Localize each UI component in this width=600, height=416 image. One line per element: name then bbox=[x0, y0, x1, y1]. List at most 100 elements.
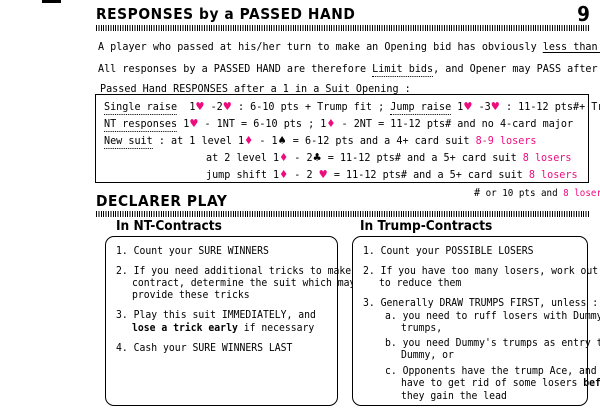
nt-part-b: - 1NT = 6-10 pts ; 1 bbox=[198, 117, 327, 130]
nt-item-3-num: 3. bbox=[116, 309, 128, 321]
new-suit-2-losers: 8 losers bbox=[522, 151, 572, 164]
list-item: b. you need Dummy's trumps as entry to bbox=[385, 337, 600, 350]
trump-item-3-line-1: Generally DRAW TRUMPS FIRST, unless : bbox=[380, 297, 599, 309]
nt-panel-title: In NT-Contracts bbox=[116, 219, 222, 234]
trump-item-c-num: c. bbox=[385, 365, 397, 377]
jump-raise-bid-open: 1 bbox=[451, 100, 464, 113]
list-item: c. Opponents have the trump Ace, and you bbox=[385, 365, 600, 378]
nt-item-3-line-2: lose a trick early if necessary bbox=[132, 322, 315, 334]
new-suit-2-mid: - 2 bbox=[288, 151, 313, 164]
trump-item-b-line-1: you need Dummy's trumps as entry to bbox=[402, 337, 600, 349]
nt-item-2-num: 2. bbox=[116, 265, 128, 277]
new-suit-3-lead: jump shift bbox=[206, 168, 274, 181]
diamond-icon: ♦ bbox=[244, 134, 254, 147]
new-suit-1-mid: - 1 bbox=[253, 134, 278, 147]
nt-item-3-line-1: Play this suit IMMEDIATELY, and bbox=[133, 309, 316, 321]
list-item: 1. Count your POSSIBLE LOSERS bbox=[363, 245, 534, 258]
footnote-losers: 8 losers bbox=[563, 188, 600, 199]
diamond-icon: ♦ bbox=[279, 168, 289, 181]
emphasis-text: before bbox=[583, 377, 600, 389]
passed-hand-responses-box: Single raise 1♥ -2♥ : 6-10 pts + Trump f… bbox=[95, 94, 600, 183]
response-row-new-suit-1: New suit : at 1 level 1♦ - 1♠ = 6-12 pts… bbox=[104, 134, 537, 149]
single-raise-bid-dash: -2 bbox=[204, 100, 223, 113]
nt-item-4-num: 4. bbox=[116, 342, 128, 354]
list-item: 3. Play this suit IMMEDIATELY, and bbox=[116, 309, 316, 322]
heart-icon: ♥ bbox=[195, 100, 205, 113]
new-suit-2-tail: and a 5+ card suit bbox=[400, 151, 523, 164]
emphasis-text: lose a trick early bbox=[132, 322, 238, 334]
heart-icon: ♥ bbox=[189, 117, 199, 130]
new-suit-label: New suit bbox=[104, 134, 153, 149]
response-row-new-suit-2: at 2 level 1♦ - 2♣ = 11-12 pts# and a 5+… bbox=[206, 151, 571, 164]
new-suit-3-losers: 8 losers bbox=[528, 168, 578, 181]
declarer-play-rule bbox=[96, 211, 590, 217]
trump-item-c-line-3: they gain the lead bbox=[401, 390, 507, 402]
page-title: RESPONSES by a PASSED HAND bbox=[96, 5, 356, 23]
nt-footnote-marker: # bbox=[445, 117, 452, 130]
nt-item-1-num: 1. bbox=[116, 245, 128, 257]
nt-item-2-line-2: contract, determine the suit which may bbox=[132, 277, 356, 289]
intro-line-1: A player who passed at his/her turn to m… bbox=[98, 40, 600, 53]
list-item: 3. Generally DRAW TRUMPS FIRST, unless : bbox=[363, 297, 598, 310]
nt-item-2-line-1: If you need additional tricks to make yo… bbox=[133, 265, 381, 277]
trump-item-3-num: 3. bbox=[363, 297, 375, 309]
nt-item-4-line-1: Cash your SURE WINNERS LAST bbox=[133, 342, 293, 354]
jump-raise-footnote-marker: # bbox=[572, 100, 580, 113]
single-raise-label: Single raise bbox=[104, 100, 178, 115]
trump-panel-title: In Trump-Contracts bbox=[360, 219, 493, 234]
intro-line-2-text-b: , and Opener may PASS after any response… bbox=[433, 62, 600, 75]
nt-item-2-line-3: provide these tricks bbox=[132, 289, 250, 301]
nt-responses-label: NT responses bbox=[104, 117, 178, 132]
new-suit-2-eq: = 11-12 pts bbox=[321, 151, 395, 164]
nt-part-c: - 2NT = 11-12 pts bbox=[335, 117, 446, 130]
nt-part-d: and no 4-card major bbox=[451, 117, 574, 130]
trump-item-1-num: 1. bbox=[363, 245, 375, 257]
response-box-footnote: # or 10 pts and 8 losers bbox=[474, 186, 600, 200]
trump-item-a-line-2: trumps, bbox=[401, 322, 443, 334]
diamond-icon: ♦ bbox=[326, 117, 336, 130]
new-suit-1-bid: 1 bbox=[238, 134, 245, 147]
nt-part-a: 1 bbox=[177, 117, 190, 130]
intro-line-3: Passed Hand RESPONSES after a 1 in a Sui… bbox=[100, 82, 411, 95]
trump-item-2-line-2: to reduce them bbox=[379, 277, 462, 289]
single-raise-bid-open: 1 bbox=[189, 100, 196, 113]
list-item: 1. Count your SURE WINNERS bbox=[116, 245, 269, 258]
new-suit-2-footnote-marker: # bbox=[394, 151, 401, 164]
trump-contracts-panel: 1. Count your POSSIBLE LOSERS 2. If you … bbox=[352, 236, 600, 406]
trump-item-b-line-2: Dummy, or bbox=[401, 349, 454, 361]
jump-raise-detail: : 11-12 pts bbox=[499, 100, 573, 113]
new-suit-2-lead: at 2 level bbox=[206, 151, 274, 164]
list-item: 2. If you need additional tricks to make… bbox=[116, 265, 381, 278]
trump-item-1-line-1: Count your POSSIBLE LOSERS bbox=[380, 245, 534, 257]
page-edge-mark bbox=[42, 0, 61, 3]
trump-item-a-line-1: you need to ruff losers with Dummy's bbox=[402, 310, 600, 322]
club-icon: ♣ bbox=[312, 151, 322, 164]
intro-line-2: All responses by a PASSED HAND are there… bbox=[98, 62, 600, 77]
new-suit-1-tail: and a 4+ card suit bbox=[353, 134, 476, 147]
footnote-text: or 10 pts and bbox=[480, 188, 564, 199]
new-suit-3-tail: and a 5+ card suit bbox=[406, 168, 529, 181]
new-suit-3-bid: 1 bbox=[273, 168, 280, 181]
new-suit-2-bid: 1 bbox=[273, 151, 280, 164]
single-raise-space bbox=[177, 100, 189, 113]
new-suit-3-mid: - 2 bbox=[288, 168, 319, 181]
footnote-marker: # bbox=[474, 186, 481, 199]
trump-item-c-line-1: Opponents have the trump Ace, and you bbox=[402, 365, 600, 377]
response-row-single-raise: Single raise 1♥ -2♥ : 6-10 pts + Trump f… bbox=[104, 100, 600, 115]
list-item: 4. Cash your SURE WINNERS LAST bbox=[116, 342, 292, 355]
new-suit-1-eq: = 6-12 pts bbox=[286, 134, 354, 147]
header-rule bbox=[96, 25, 590, 31]
page-number: 9 bbox=[577, 2, 590, 26]
new-suit-3-eq: = 11-12 pts bbox=[327, 168, 401, 181]
trump-item-a-num: a. bbox=[385, 310, 397, 322]
heart-icon: ♥ bbox=[490, 100, 500, 113]
heart-icon: ♥ bbox=[463, 100, 473, 113]
response-row-new-suit-3: jump shift 1♦ - 2 ♥ = 11-12 pts# and a 5… bbox=[206, 168, 578, 181]
single-raise-detail: : 6-10 pts + Trump fit ; bbox=[231, 100, 391, 113]
spade-icon: ♠ bbox=[277, 134, 287, 147]
trump-item-2-num: 2. bbox=[363, 265, 375, 277]
list-item: 2. If you have too many losers, work out… bbox=[363, 265, 600, 278]
intro-line-2-text-a: All responses by a PASSED HAND are there… bbox=[98, 62, 373, 75]
jump-raise-detail-tail: + Trump fit bbox=[579, 100, 600, 113]
